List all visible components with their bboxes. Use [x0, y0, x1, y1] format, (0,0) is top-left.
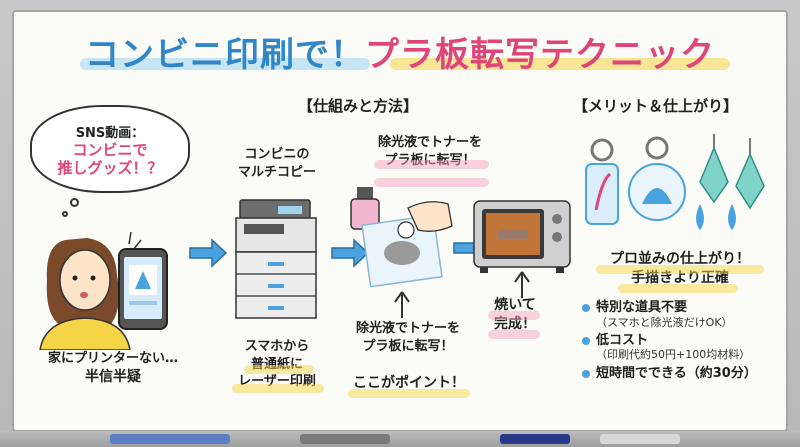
woman-icon [39, 231, 150, 350]
eraser [600, 434, 680, 444]
highlight-pink [488, 311, 540, 320]
merit-sub: （印刷代約50円+100均材料） [596, 348, 751, 362]
bubble-line1: SNS動画： [75, 125, 145, 141]
bubble-tail-dot [62, 211, 68, 217]
left-line1: 家にプリンターない… [47, 351, 178, 366]
marker-gray [300, 434, 390, 444]
merit-list: 特別な道具不要 （スマホと除光液だけOK） 低コスト （印刷代約50円+100均… [582, 300, 782, 381]
transfer-top1: 除光液でトナーを [377, 135, 482, 150]
highlight-pink [374, 160, 489, 169]
transfer-bottom2: プラ板に転写！ [362, 338, 454, 354]
title-part2: プラ板転写テクニック [365, 34, 715, 75]
highlight-yellow [618, 284, 738, 293]
bullet-icon [582, 369, 590, 378]
copier-label1: コンビニの [244, 147, 310, 162]
highlight-yellow [244, 365, 314, 374]
highlight-pink [488, 330, 540, 339]
merit-item: 特別な道具不要 [582, 300, 782, 316]
point-label: ここがポイント！ [353, 375, 465, 391]
print-label1: スマホから [244, 339, 310, 354]
merit-item: 短時間でできる（約30分） [582, 366, 782, 382]
process-heading: 【仕組みと方法】 [298, 97, 419, 115]
left-line2: 半信半疑 [85, 368, 141, 385]
bullet-icon [582, 304, 590, 312]
title-part1: コンビニ印刷で！ [85, 34, 365, 75]
earring-icon [696, 204, 736, 230]
copier-icon [235, 199, 317, 319]
arrow-right-icon [189, 238, 228, 268]
highlight-yellow [348, 389, 470, 398]
highlight-yellow [596, 265, 764, 274]
speech-bubble-icon: SNS動画： コンビニで 推しグッズ！？ [30, 105, 190, 193]
arrow-right-icon [331, 238, 370, 268]
title-highlight-yellow [390, 58, 730, 70]
merit-item: 低コスト [582, 333, 782, 349]
plastic-sheet-icon [361, 201, 453, 288]
bake1: 焼いて [494, 297, 536, 313]
copier-label2: マルチコピー [237, 164, 316, 180]
page-title: コンビニ印刷で！ プラ板転写テクニック [60, 24, 740, 78]
merits-heading: 【メリット＆仕上がり】 [573, 97, 739, 115]
bullet-icon [582, 336, 590, 345]
smartphone-icon [118, 248, 168, 330]
arrow-up-icon [514, 271, 530, 298]
left-caption: 家にプリンターない… 半信半疑 [28, 350, 198, 386]
transfer-bottom-caption: 除光液でトナーを プラ板に転写！ [340, 320, 476, 355]
arrow-up-icon [394, 291, 410, 318]
marker-navy [500, 434, 570, 444]
keychain-icon [585, 134, 765, 225]
highlight-yellow [232, 384, 324, 393]
bubble-line3: 推しグッズ！？ [57, 158, 163, 177]
copier-caption: コンビニの マルチコピー [222, 146, 332, 181]
bubble-line2: コンビニで [72, 140, 148, 159]
bubble-tail-dot [70, 198, 79, 207]
highlight-pink [374, 178, 489, 187]
result1: プロ並みの仕上がり！ [610, 251, 750, 267]
merit-sub: （スマホと除光液だけOK） [596, 315, 733, 329]
title-highlight-blue [80, 58, 370, 70]
toaster-oven-icon [473, 200, 571, 273]
marker-blue [110, 434, 230, 444]
transfer-bottom1: 除光液でトナーを [355, 321, 460, 336]
